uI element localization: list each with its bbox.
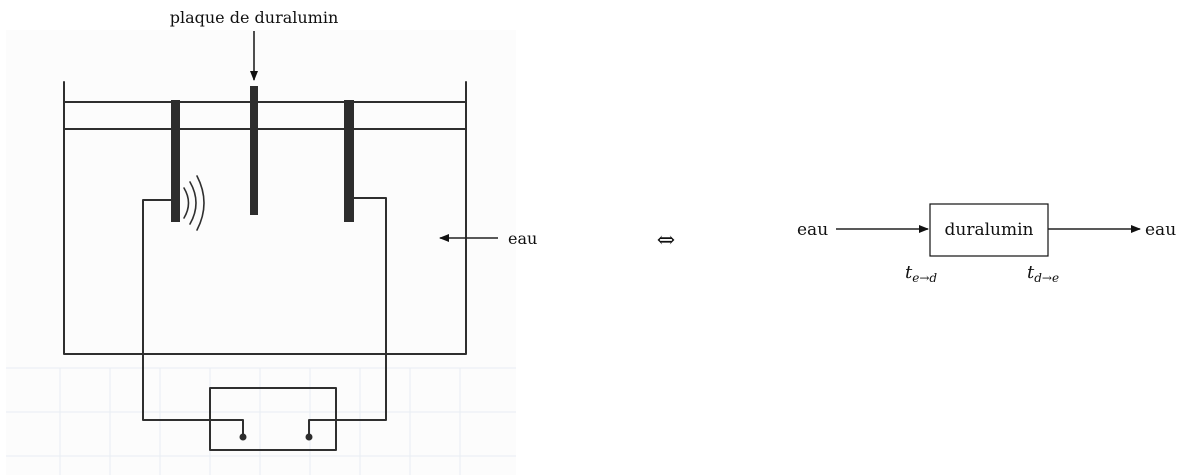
duralumin-plate	[250, 86, 258, 215]
terminal-dot	[239, 433, 247, 441]
input-label: eau	[797, 220, 828, 240]
plate-label: plaque de duralumin	[170, 8, 339, 27]
device-lead	[209, 419, 244, 437]
t-out-symbol: t	[1027, 262, 1035, 283]
t-in-symbol: t	[905, 262, 913, 283]
paper-grid	[6, 367, 516, 475]
receiver-wire	[335, 197, 387, 421]
device-lead	[308, 419, 337, 437]
duralumin-box	[929, 203, 1049, 257]
receiver-transducer	[344, 100, 354, 222]
emitter-wire	[142, 199, 211, 421]
t-out-label: td→e	[1027, 262, 1059, 285]
box-label: duralumin	[945, 220, 1034, 240]
sound-wave-icon	[183, 175, 205, 231]
t-in-subscript: e→d	[912, 271, 937, 285]
tank-sketch: plaque de duralumin eau	[6, 8, 537, 475]
block-diagram: eau duralumin eau te→d td→e	[797, 203, 1176, 285]
terminal-dot	[305, 433, 313, 441]
tank-outline	[63, 81, 467, 355]
water-label: eau	[508, 229, 537, 248]
equivalence-symbol: ⇔	[657, 228, 675, 253]
emitter-transducer	[171, 100, 180, 222]
t-in-label: te→d	[905, 262, 937, 285]
sketch-paper	[6, 30, 516, 475]
output-label: eau	[1145, 220, 1176, 240]
t-out-subscript: d→e	[1034, 271, 1059, 285]
